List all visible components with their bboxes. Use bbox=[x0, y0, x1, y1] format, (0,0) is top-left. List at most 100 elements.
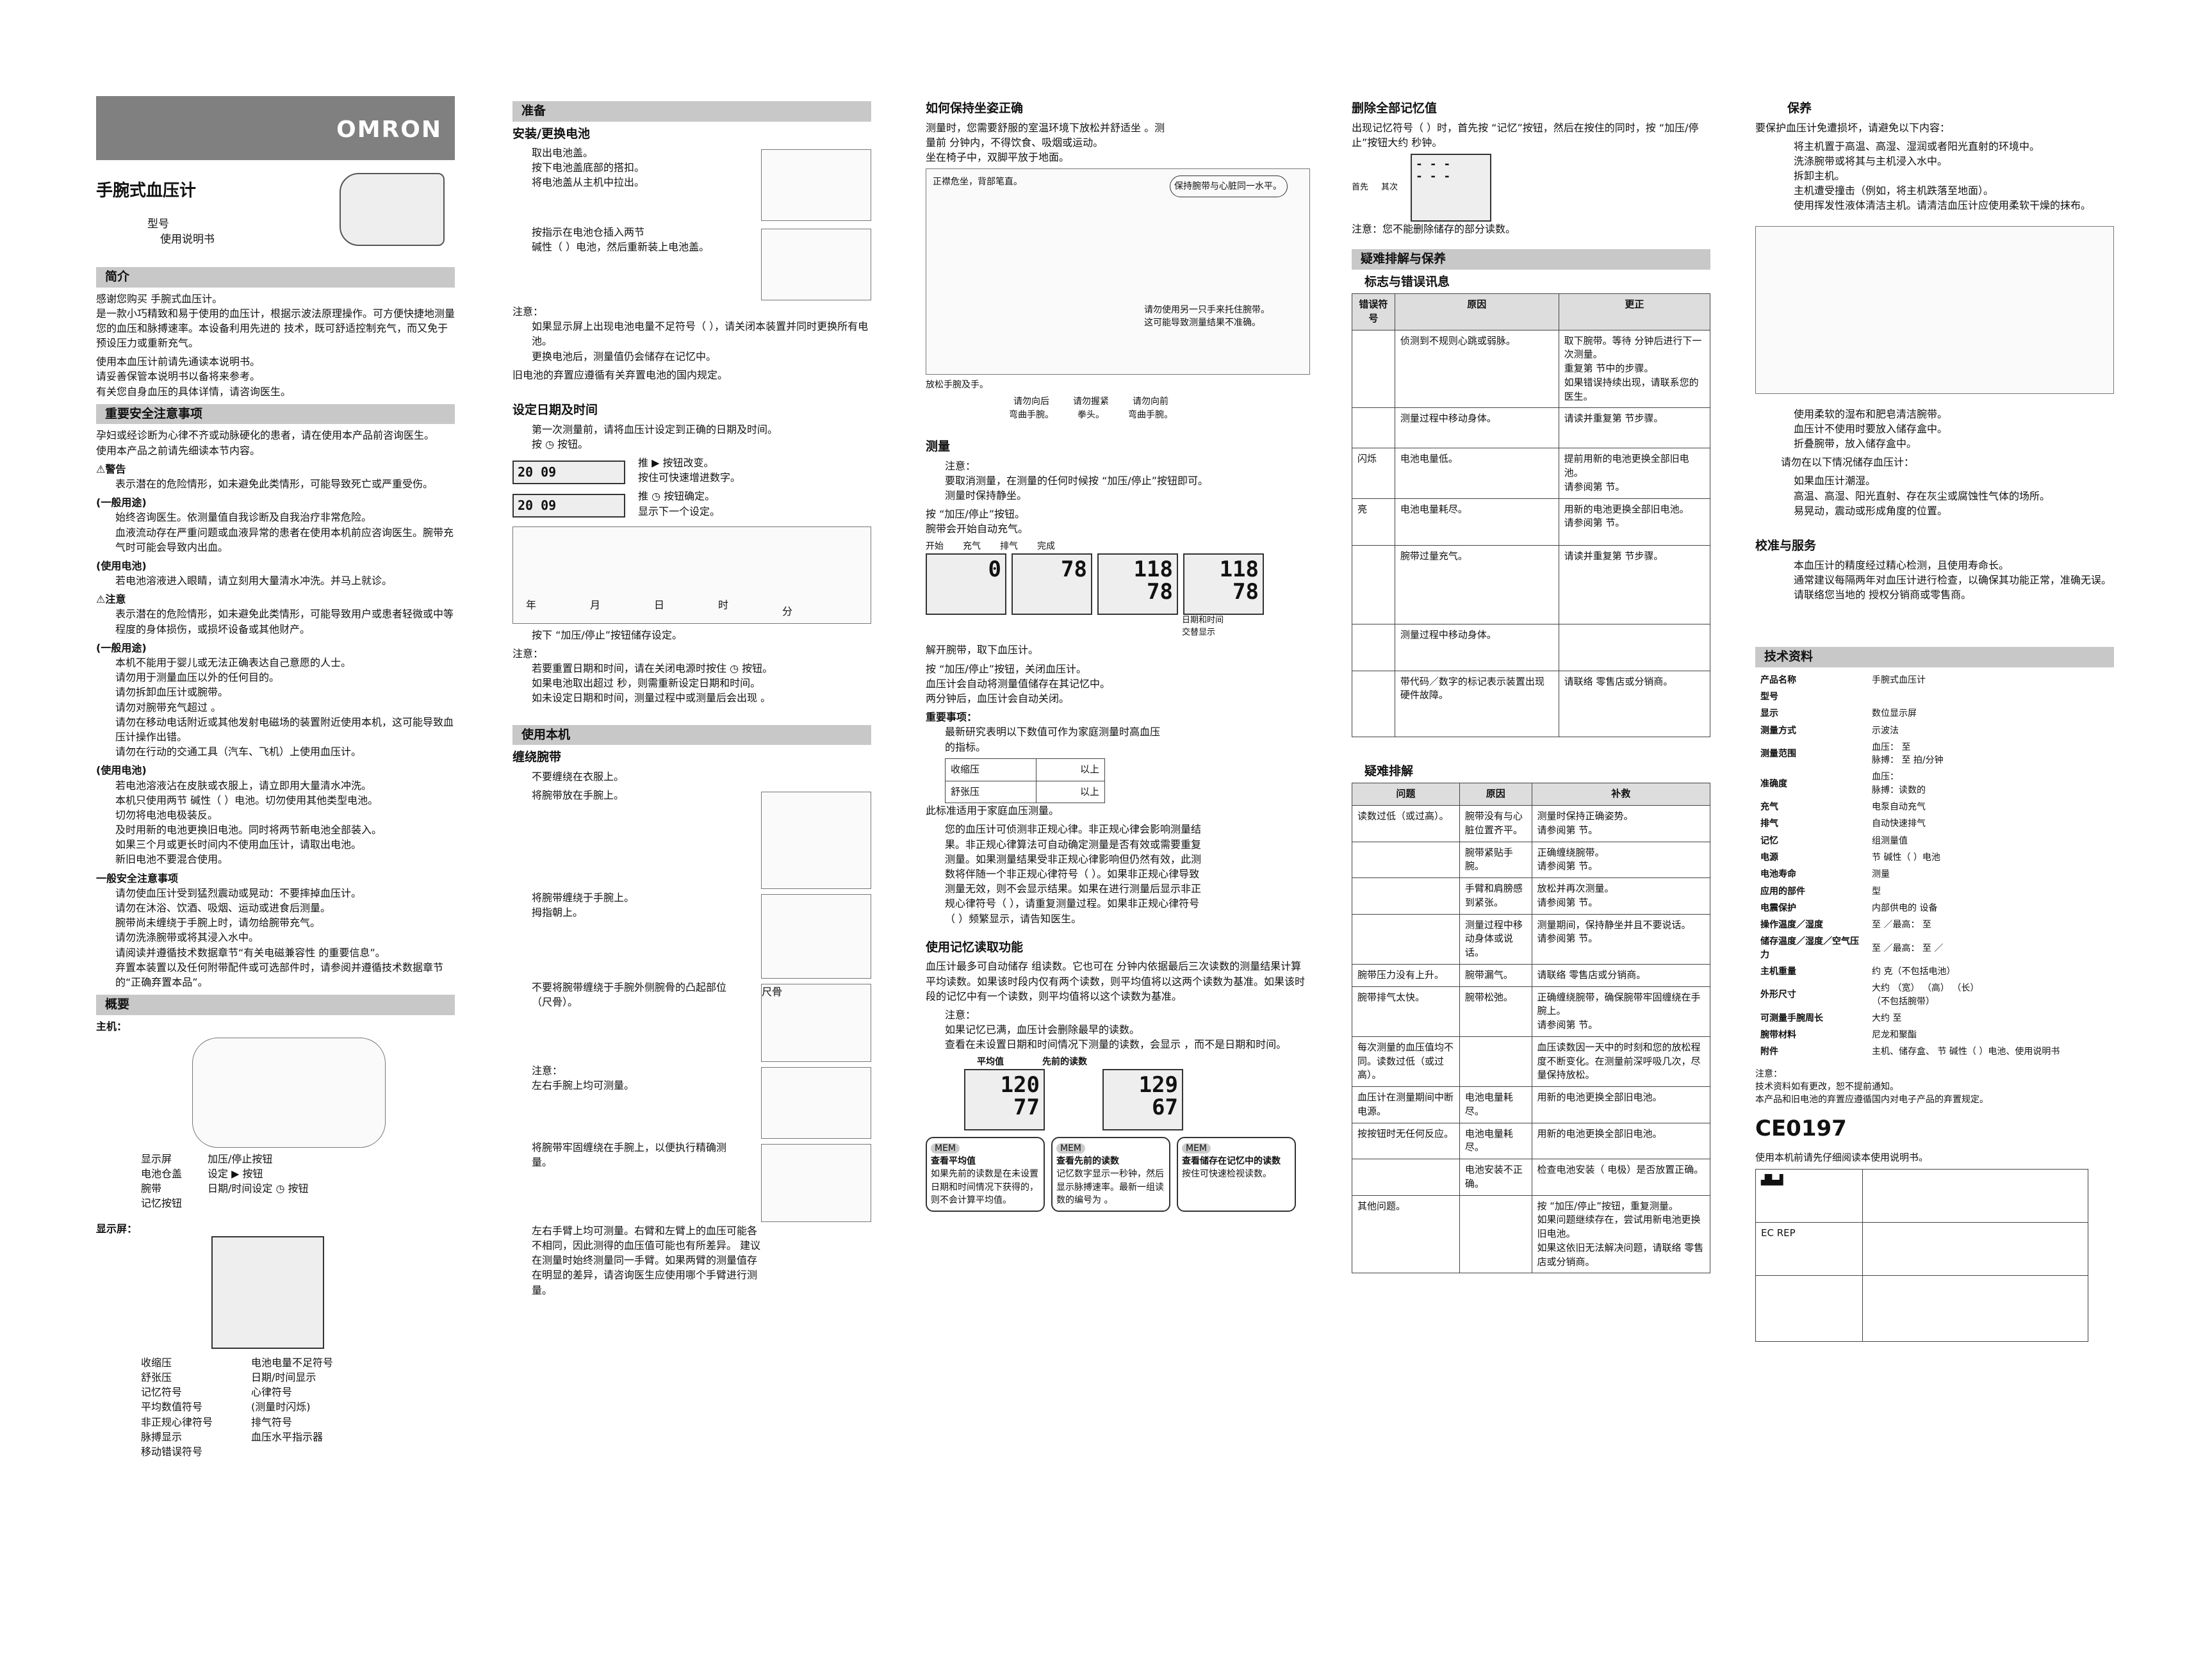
problem-issue: 其他问题。 bbox=[1352, 1195, 1460, 1274]
spec-value: 大约 至 bbox=[1872, 1013, 1902, 1024]
error-cause: 带代码／数字的标记表示装置出现硬件故障。 bbox=[1394, 670, 1559, 737]
spec-value: 电泵自动充气 bbox=[1872, 802, 1926, 813]
problem-col: 原因 bbox=[1459, 783, 1532, 806]
problem-fix: 正确缠绕腕带，确保腕带牢固缠绕在手腕上。 请参阅第 节。 bbox=[1531, 986, 1711, 1037]
stage-complete: 完成 bbox=[1037, 541, 1055, 552]
wrap-step-5: 将腕带牢固缠绕在手腕上，以便执行精确测量。 bbox=[532, 1141, 727, 1169]
label-month: 月 bbox=[590, 598, 601, 611]
lcd-inflate: 78 bbox=[1012, 553, 1092, 615]
column-preparation: 准备 安装/更换电池 取出电池盖。 按下电池盖底部的搭扣。 将电池盖从主机中拉出… bbox=[512, 96, 871, 1301]
error-col: 更正 bbox=[1558, 293, 1711, 330]
spec-value: 数位显示屏 bbox=[1872, 708, 1917, 719]
warning-text: 表示潜在的危险情形，如未避免此类情形，可能导致死亡或严重受伤。 bbox=[115, 477, 434, 490]
label-minute: 分 bbox=[782, 605, 793, 617]
spec-row: 储存温度／湿度／空气压力 至 ／最高： 至 ／ bbox=[1757, 934, 2063, 963]
problem-fix: 测量期间，保持静坐并且不要说话。 请参阅第 节。 bbox=[1531, 913, 1711, 965]
problem-issue: 腕带压力没有上升。 bbox=[1352, 963, 1460, 987]
spec-row: 型号 bbox=[1757, 689, 2063, 705]
spec-label: 充气 bbox=[1760, 802, 1778, 813]
trouble-heading: 疑难排解与保养 bbox=[1352, 249, 1710, 270]
average-label: 平均值 bbox=[977, 1057, 1004, 1068]
problem-cause: 腕带漏气。 bbox=[1459, 963, 1532, 987]
table-row: 腕带过量充气。请读并重复第 节步骤。 bbox=[1352, 544, 1711, 624]
measure-note: 注意： 要取消测量，在测量的任何时候按 “加压/停止”按钮即可。 测量时保持静坐… bbox=[945, 459, 1209, 502]
problem-fix: 用新的电池更换全部旧电池。 bbox=[1531, 1086, 1711, 1123]
general-use-1-text: 始终咨询医生。依测量值自我诊断及自我治疗非常危险。 血液流动存在严重问题或血液异… bbox=[115, 511, 454, 553]
spec-value: 手腕式血压计 bbox=[1872, 674, 1926, 685]
view-previous-box: MEM 查看先前的读数 记忆数字显示一秒钟，然后显示脉搏速率。最新一组读数的编号… bbox=[1051, 1136, 1170, 1212]
maintenance-list: 将主机置于高温、高湿、湿润或者阳光直射的环境中。 洗涤腕带或将其与主机浸入水中。… bbox=[1794, 140, 2092, 212]
spec-row: 测量范围血压： 至 脉搏： 至 拍/分钟 bbox=[1757, 740, 2063, 769]
column-maintenance: 保养 要保护血压计免遭损坏，请避免以下内容： 将主机置于高温、高湿、湿润或者阳光… bbox=[1755, 96, 2114, 1342]
error-symbol bbox=[1352, 670, 1395, 737]
label-hour: 时 bbox=[718, 598, 729, 611]
spec-label: 可测量手腕周长 bbox=[1760, 1013, 1823, 1024]
spec-row: 可测量手腕周长 大约 至 bbox=[1757, 1011, 2063, 1026]
error-col: 错误符号 bbox=[1352, 293, 1395, 330]
spec-label: 附件 bbox=[1760, 1047, 1778, 1057]
wrong-pose-2: 请勿握紧 拳头。 bbox=[1073, 396, 1109, 420]
view-average-box: MEM 查看平均值 如果先前的读数是在未设置日期和时间情况下获得的，则不会计算平… bbox=[926, 1136, 1045, 1212]
table-row: 闪烁电池电量低。提前用新的电池更换全部旧电池。 请参阅第 节。 bbox=[1352, 448, 1711, 499]
spec-row: 排气自动快速排气 bbox=[1757, 816, 2063, 831]
display-label: 显示屏： bbox=[96, 1222, 138, 1235]
spec-label: 操作温度／湿度 bbox=[1760, 920, 1823, 931]
spec-row: 测量方式示波法 bbox=[1757, 723, 2063, 738]
read-manual-note: 使用本机前请先仔细阅读本使用说明书。 bbox=[1755, 1151, 1929, 1163]
table-row: 测量过程中移动身体或说话。测量期间，保持静坐并且不要说话。 请参阅第 节。 bbox=[1352, 913, 1711, 965]
battery-note: 如果显示屏上出现电池电量不足符号（ ），请关闭本装置并同时更换所有电池。 更换电… bbox=[532, 320, 869, 363]
spec-value: 血压： 至 脉搏： 至 拍/分钟 bbox=[1872, 742, 1944, 766]
maintenance-text-2: 使用柔软的湿布和肥皂清洁腕带。 血压计不使用时要放入储存盒中。 折叠腕带，放入储… bbox=[1794, 407, 1948, 450]
spec-label: 记忆 bbox=[1760, 835, 1778, 846]
view-stored-box: MEM 查看储存在记忆中的读数 按住可快速检视读数。 bbox=[1177, 1136, 1296, 1212]
stage-deflate: 排气 bbox=[1000, 541, 1018, 552]
maintenance-list-2: 如果血压计潮湿。 高温、高湿、阳光直射、存在灰尘或腐蚀性气体的场所。 易晃动，震… bbox=[1794, 475, 2051, 517]
error-symbol bbox=[1352, 407, 1395, 449]
spec-label: 电源 bbox=[1760, 852, 1778, 863]
spec-value: 大约 （宽） （高） （长） （不包括腕带） bbox=[1872, 983, 1979, 1007]
problem-col: 补救 bbox=[1531, 783, 1711, 806]
error-symbol bbox=[1352, 329, 1395, 409]
spec-row: 产品名称手腕式血压计 bbox=[1757, 673, 2063, 688]
error-fix: 提前用新的电池更换全部旧电池。 请参阅第 节。 bbox=[1558, 448, 1711, 499]
spec-row: 电震保护内部供电的 设备 bbox=[1757, 901, 2063, 916]
problem-fix: 血压读数因一天中的时刻和您的放松程度不断变化。在测量前深呼吸几次，尽量保持放松。 bbox=[1531, 1036, 1711, 1088]
error-col: 原因 bbox=[1394, 293, 1559, 330]
wrong-pose-1: 请勿向后 弯曲手腕。 bbox=[1009, 396, 1054, 420]
ulna-label: 尺骨 bbox=[762, 985, 783, 998]
wrap-illustration-4 bbox=[761, 1066, 871, 1139]
error-cause: 测量过程中移动身体。 bbox=[1394, 623, 1559, 671]
error-symbol bbox=[1352, 623, 1395, 671]
manufacturer-info bbox=[1862, 1168, 2088, 1223]
spec-label: 电池寿命 bbox=[1760, 869, 1796, 880]
date-lcd-1: 20 09 bbox=[512, 460, 625, 484]
spec-label: 外形尺寸 bbox=[1760, 990, 1796, 1000]
problem-cause: 电池电量耗尽。 bbox=[1459, 1122, 1532, 1159]
error-fix: 用新的电池更换全部旧电池。 请参阅第 节。 bbox=[1558, 498, 1711, 546]
mem-button[interactable]: MEM bbox=[1056, 1143, 1086, 1154]
problem-fix: 请联络 零售店或分销商。 bbox=[1531, 963, 1711, 987]
brand-header: OMRON bbox=[96, 96, 455, 160]
spec-heading: 技术资料 bbox=[1755, 647, 2114, 667]
problem-fix: 测量时保持正确姿势。 请参阅第 节。 bbox=[1531, 805, 1711, 842]
mem-button[interactable]: MEM bbox=[1182, 1143, 1211, 1154]
table-row: 侦测到不规则心跳或弱脉。取下腕带。等待 分钟后进行下一次测量。 重复第 节中的步… bbox=[1352, 329, 1711, 409]
prep-heading: 准备 bbox=[512, 101, 871, 122]
measure-step-1: 按 “加压/停止”按钮。 腕带会开始自动充气。 bbox=[926, 508, 1029, 535]
blank-cell bbox=[1755, 1275, 1863, 1342]
date-time-alt: 日期和时间 交替显示 bbox=[1182, 615, 1224, 637]
problem-cause bbox=[1459, 1195, 1532, 1274]
problem-cause: 腕带松弛。 bbox=[1459, 986, 1532, 1037]
spec-value: 组测量值 bbox=[1872, 835, 1908, 846]
intro-heading: 简介 bbox=[96, 266, 455, 288]
spec-row: 充气 电泵自动充气 bbox=[1757, 799, 2063, 815]
mem-button[interactable]: MEM bbox=[931, 1143, 960, 1154]
spec-note: 注意： 技术资料如有更改，恕不提前通知。 本产品和旧电池的弃置应遵循国内对电子产… bbox=[1755, 1068, 1988, 1105]
error-table: 错误符号 原因 更正 侦测到不规则心跳或弱脉。取下腕带。等待 分钟后进行下一次测… bbox=[1352, 293, 1711, 737]
bp-row-value: 以上 bbox=[1035, 780, 1106, 804]
bp-row-label: 收缩压 bbox=[945, 758, 1036, 781]
previous-label: 先前的读数 bbox=[1042, 1057, 1087, 1068]
problem-heading: 疑难排解 bbox=[1364, 763, 1414, 778]
problem-issue bbox=[1352, 913, 1460, 965]
problem-table: 问题 原因 补救 读数过低（或过高）。腕带没有与心脏位置齐平。测量时保持正确姿势… bbox=[1352, 783, 1711, 1274]
